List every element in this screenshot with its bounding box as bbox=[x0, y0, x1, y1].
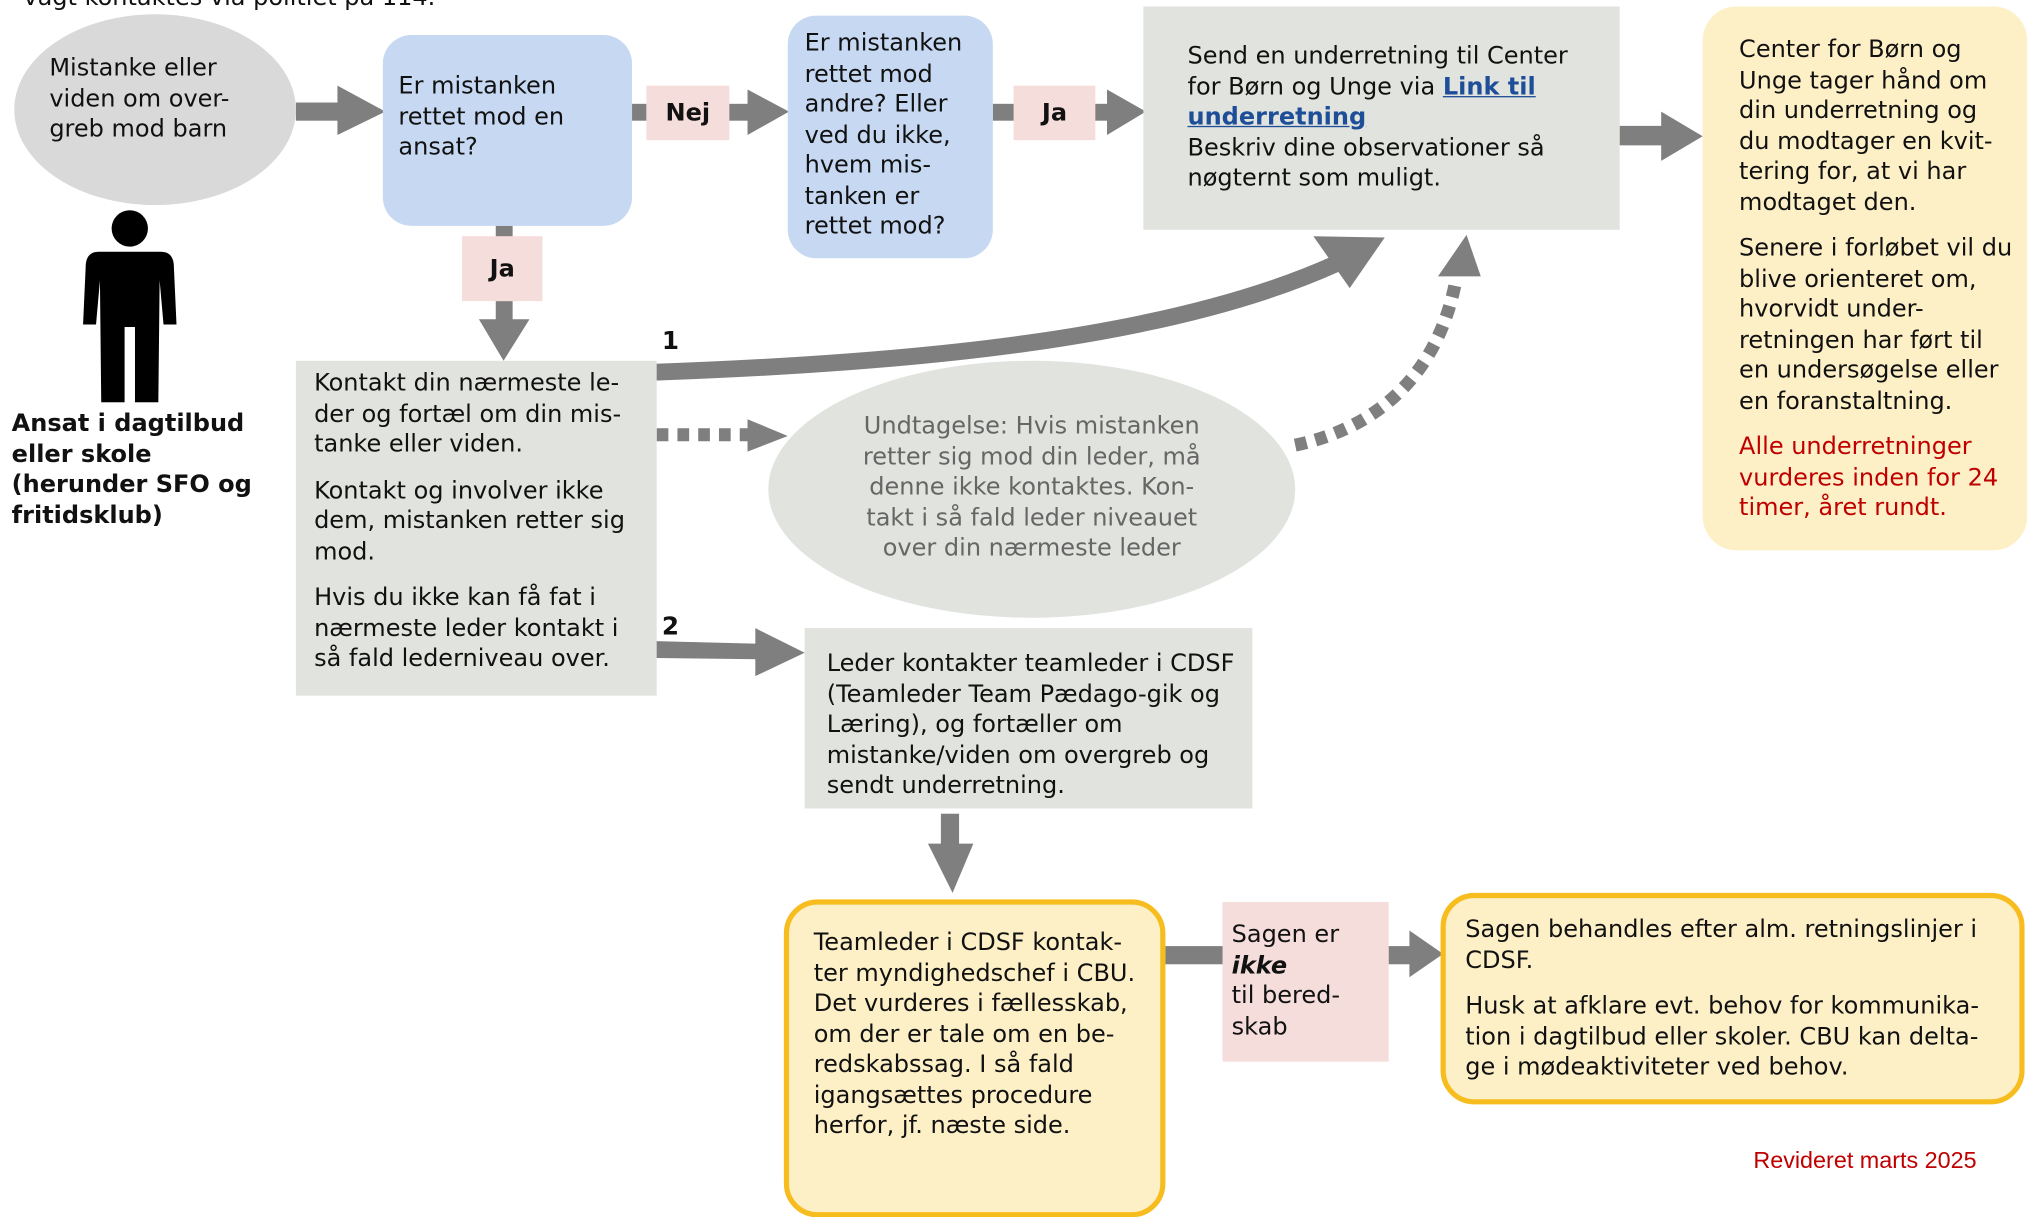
arrow-path-2 bbox=[655, 628, 805, 677]
kontakt-text-1: Kontakt din nærmeste le-der og fortæl om… bbox=[314, 369, 622, 459]
path-label-1: 1 bbox=[661, 327, 680, 356]
kontakt-leder-box: Kontakt din nærmeste le-der og fortæl om… bbox=[295, 360, 657, 696]
tag-sagen-pre: Sagen er bbox=[1231, 921, 1340, 949]
arrow-start-to-q1 bbox=[295, 85, 386, 135]
start-ellipse: Mistanke eller viden om over-greb mod ba… bbox=[14, 14, 296, 206]
tag-ja-right: Ja bbox=[1013, 85, 1096, 141]
arrow-q2-to-ja bbox=[992, 103, 1015, 121]
teamleder-box: Teamleder i CDSF kontak-ter myndighedsch… bbox=[783, 899, 1166, 1217]
question-employee-text: Er mistanken rettet mod en ansat? bbox=[398, 72, 565, 161]
tag-ja-down: Ja bbox=[462, 236, 543, 302]
actor-label: Ansat i dagtilbud eller skole (herunder … bbox=[11, 410, 252, 529]
tag-sagen-ikke: Sagen er ikke til bered-skab bbox=[1222, 901, 1389, 1062]
send-text-1: Send en underretning til Center for Børn… bbox=[1187, 42, 1568, 101]
undtagelse-text: Undtagelse: Hvis mistanken retter sig mo… bbox=[862, 412, 1201, 562]
arrow-q1-to-ja bbox=[495, 225, 513, 239]
leder-kontakter-text: Leder kontakter teamleder i CDSF (Teamle… bbox=[826, 650, 1235, 800]
sagen-text-1: Sagen behandles efter alm. retningslinje… bbox=[1465, 916, 1978, 974]
cbu-text-2: Senere i forløbet vil du blive orientere… bbox=[1739, 234, 2013, 415]
tag-sagen-ikke-emph: ikke bbox=[1231, 951, 1288, 980]
underretning-link[interactable]: Link til underretning bbox=[1187, 73, 1536, 132]
arrow-tag-to-sagen bbox=[1388, 930, 1444, 978]
person-icon bbox=[83, 210, 177, 403]
leder-kontakter-box: Leder kontakter teamleder i CDSF (Teamle… bbox=[804, 628, 1253, 809]
cbu-text-1: Center for Børn og Unge tager hånd om di… bbox=[1739, 36, 1993, 217]
arrow-ja-to-kontakt bbox=[478, 301, 530, 361]
question-others: Er mistanken rettet mod andre? Eller ved… bbox=[787, 15, 993, 259]
tag-sagen-post: til bered-skab bbox=[1231, 982, 1341, 1041]
start-text: Mistanke eller viden om over-greb mod ba… bbox=[49, 54, 230, 143]
kontakt-text-2: Kontakt og involver ikke dem, mistanken … bbox=[314, 476, 625, 566]
arrow-ja-to-send bbox=[1094, 89, 1146, 135]
arrow-send-to-cbu bbox=[1619, 111, 1703, 161]
arrow-path-1 bbox=[648, 236, 1385, 381]
footer-revised: Revideret marts 2025 bbox=[1753, 1147, 1977, 1174]
sagen-text-2: Husk at afklare evt. behov for kommunika… bbox=[1465, 992, 1980, 1082]
arrow-dotted-to-undtagelse bbox=[656, 419, 788, 452]
kontakt-text-3: Hvis du ikke kan få fat i nærmeste leder… bbox=[314, 584, 619, 673]
send-text-2: Beskriv dine observationer så nøgternt s… bbox=[1187, 134, 1545, 193]
question-employee: Er mistanken rettet mod en ansat? bbox=[382, 35, 633, 226]
arrow-dotted-undtagelse-to-send bbox=[1293, 234, 1481, 452]
sagen-behandles-box: Sagen behandles efter alm. retningslinje… bbox=[1440, 892, 2025, 1105]
cbu-box: Center for Børn og Unge tager hånd om di… bbox=[1702, 6, 2028, 551]
undtagelse-ellipse: Undtagelse: Hvis mistanken retter sig mo… bbox=[768, 360, 1296, 618]
path-label-2: 2 bbox=[661, 612, 680, 642]
arrow-leder-to-teamleder bbox=[927, 813, 974, 893]
question-others-text: Er mistanken rettet mod andre? Eller ved… bbox=[804, 29, 963, 241]
cbu-text-3: Alle underretninger vurderes inden for 2… bbox=[1739, 433, 1999, 522]
arrow-nej-to-q2 bbox=[728, 89, 790, 135]
arrow-teamleder-to-tag bbox=[1165, 946, 1224, 965]
arrow-q1-to-nej bbox=[632, 103, 648, 121]
send-underretning-box: Send en underretning til Center for Børn… bbox=[1143, 6, 1620, 230]
teamleder-text: Teamleder i CDSF kontak-ter myndighedsch… bbox=[813, 929, 1136, 1140]
top-note: vagt kontaktes via politiet på 114. bbox=[23, 0, 435, 13]
tag-nej: Nej bbox=[646, 85, 730, 141]
